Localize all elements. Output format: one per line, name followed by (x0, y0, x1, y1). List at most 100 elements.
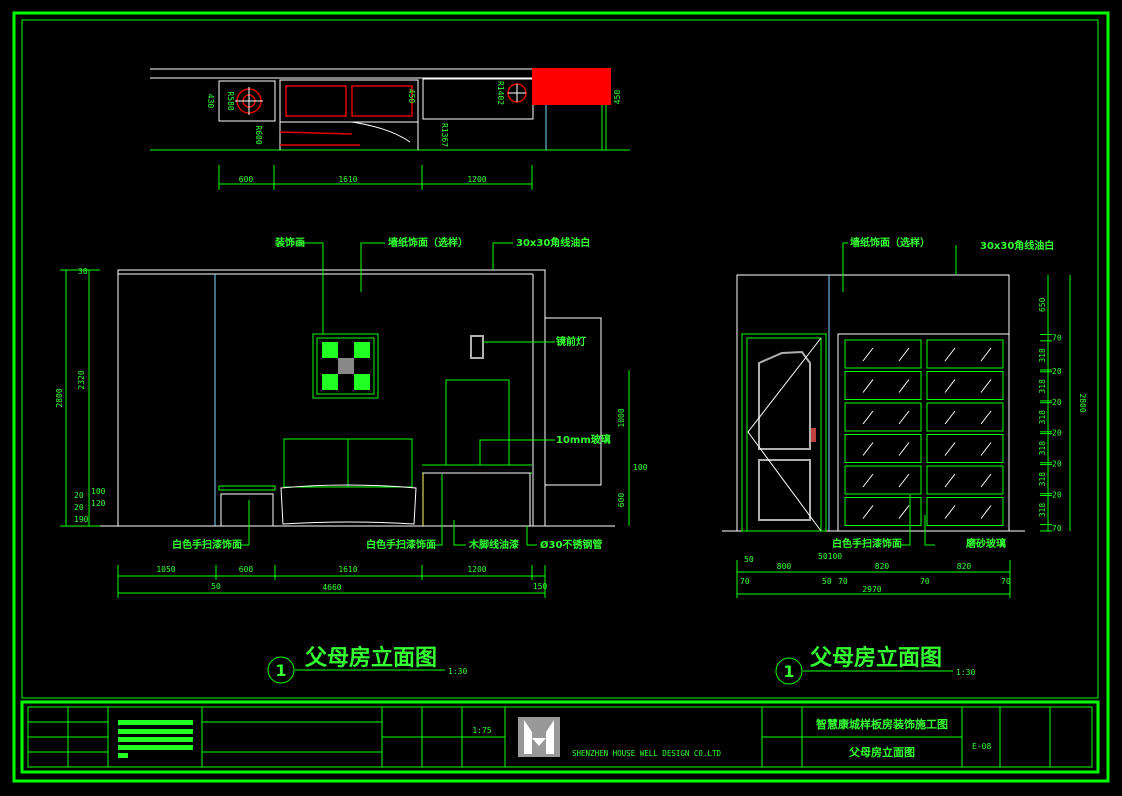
annotation-label: 装饰画 (274, 236, 305, 249)
annotation-label: 30x30角线油白 (516, 236, 590, 249)
dim-label: 70 (838, 577, 848, 586)
annotation-label: 墙纸饰面（选样） (388, 236, 468, 249)
annotation-label: 镜前灯 (556, 335, 586, 348)
drawing-name: 父母房立面图 (848, 745, 915, 759)
dim-label: 820 (957, 562, 972, 571)
glass-hatch (944, 379, 956, 393)
dim-label: 50 (211, 582, 221, 591)
project-name: 智慧康城样板房装饰施工图 (816, 717, 948, 731)
glass-panel (844, 402, 922, 432)
glass-panel (926, 497, 1004, 526)
dim-label: 600 (239, 175, 254, 184)
glass-hatch (862, 442, 874, 456)
glass-hatch (944, 505, 956, 519)
drawing-number: 1 (275, 661, 286, 680)
dim-label: 800 (777, 562, 792, 571)
dim-label: 30 (78, 267, 88, 276)
dim-label: 190 (74, 515, 89, 524)
annotation-label: 10mm玻璃 (556, 433, 611, 446)
glass-panel (844, 497, 922, 526)
glass-hatch (944, 410, 956, 425)
annotation-label: 白色手扫漆饰面 (172, 538, 242, 551)
annotation-label: 30x30角线油白 (980, 239, 1054, 252)
glass-hatch (862, 505, 874, 519)
glass-hatch (862, 379, 874, 393)
dim-label: 1200 (467, 565, 486, 574)
dim-label: 600 (239, 565, 254, 574)
dim-label: 820 (875, 562, 890, 571)
glass-panel (926, 465, 1004, 495)
glass-panel (844, 434, 922, 463)
dim-label: 318 (1038, 379, 1047, 394)
annotation-label: 磨砂玻璃 (965, 537, 1006, 550)
frosted-glass-panels (844, 339, 1004, 526)
dim-label: 1610 (338, 175, 357, 184)
glass-hatch (980, 442, 992, 456)
glass-hatch (862, 347, 874, 362)
drawing-title: 父母房立面图 (305, 645, 437, 671)
sheet-number: E-08 (972, 742, 991, 751)
dim-label: 450 (613, 90, 622, 105)
dim-label: 50 (744, 555, 754, 564)
dim-label: 70 (1052, 524, 1062, 533)
dim-label: 150 (533, 582, 548, 591)
dim-label: R600 (254, 125, 263, 144)
glass-panel (844, 465, 922, 495)
glass-hatch (980, 410, 992, 425)
dim-label: 20 (1052, 367, 1062, 376)
dim-label: 450 (407, 89, 416, 104)
annotation-label: 白色手扫漆饰面 (366, 538, 436, 551)
glass-panel (926, 339, 1004, 369)
glass-hatch (944, 442, 956, 456)
dim-label: 2800 (55, 388, 64, 407)
dim-label: R1367 (440, 123, 449, 147)
dim-label: 70 (1001, 577, 1011, 586)
dim-label: 20 (1052, 398, 1062, 407)
glass-hatch (980, 379, 992, 393)
title-block: 1:75 SHENZHEN HOUSE WELL DESIGN CO.LTD 智… (20, 700, 1100, 774)
dim-label: 430 (206, 94, 215, 109)
drawing-scale: 1:30 (956, 668, 975, 677)
dim-label: 318 (1038, 410, 1047, 425)
glass-hatch (898, 505, 910, 519)
glass-hatch (862, 410, 874, 425)
glass-hatch (898, 410, 910, 425)
dim-label: 20 (74, 503, 84, 512)
dim-label: 318 (1038, 503, 1047, 518)
dim-label: 1000 (617, 408, 626, 427)
glass-panel (844, 371, 922, 400)
glass-panel (926, 402, 1004, 432)
glass-panel (926, 434, 1004, 463)
drawing-title: 父母房立面图 (810, 645, 942, 671)
scale-value: 1:75 (472, 726, 491, 735)
dim-label: 50 (822, 577, 832, 586)
dim-label: 1610 (338, 565, 357, 574)
glass-hatch (898, 442, 910, 456)
right-elevation: 墙纸饰面（选样） 30x30角线油白 白色手扫漆饰面 磨砂玻璃 50 800 5… (722, 236, 1087, 685)
dim-label: 20 (1052, 460, 1062, 469)
annotation-label: 白色手扫漆饰面 (832, 537, 902, 550)
glass-hatch (980, 473, 992, 488)
company-name: SHENZHEN HOUSE WELL DESIGN CO.LTD (572, 749, 721, 758)
dim-label: 1050 (156, 565, 175, 574)
dim-label: 2320 (77, 370, 86, 389)
dim-label: 70 (740, 577, 750, 586)
highlight-block (532, 68, 611, 105)
dim-label: 20 (74, 491, 84, 500)
annotation-label: 墙纸饰面（选样） (850, 236, 930, 249)
glass-hatch (898, 473, 910, 488)
glass-hatch (862, 473, 874, 488)
glass-hatch (898, 347, 910, 362)
glass-panel (926, 371, 1004, 400)
dim-label: R1402 (496, 81, 505, 105)
dim-label: 20 (1052, 491, 1062, 500)
drawing-border (12, 11, 1110, 783)
annotation-label: Ø30不锈钢管 (540, 538, 602, 551)
dim-label: 1200 (467, 175, 486, 184)
dim-label: 4660 (322, 583, 341, 592)
glass-hatch (944, 473, 956, 488)
dim-label: 50100 (818, 552, 842, 561)
dim-label: 100 (91, 487, 106, 496)
